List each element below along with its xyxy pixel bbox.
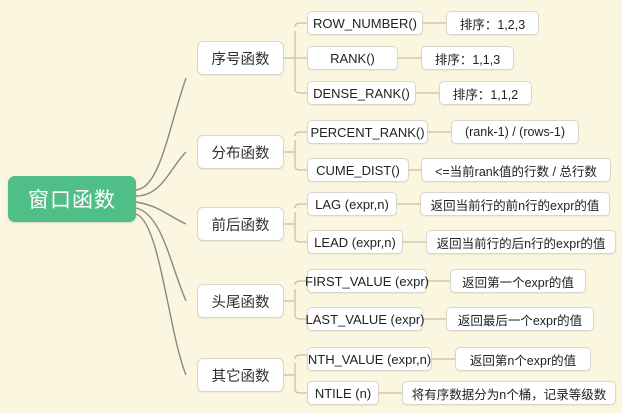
branch-node-head-tail-functions[interactable]: 头尾函数 [197, 284, 284, 318]
description-node-first-value[interactable]: 返回第一个expr的值 [450, 269, 586, 293]
description-node-lead[interactable]: 返回当前行的后n行的expr的值 [426, 230, 616, 254]
edge-root-to-branch-1 [135, 77, 187, 191]
function-node-label: NTH_VALUE (expr,n) [307, 351, 432, 367]
function-node-cume-dist[interactable]: CUME_DIST() [307, 158, 409, 182]
edge-branch3-child1 [294, 203, 307, 209]
edge-branch2-child2 [294, 165, 307, 171]
description-node-label: 排序：1,1,2 [452, 87, 519, 102]
edge-root-to-branch-2 [135, 151, 187, 197]
function-node-label: ROW_NUMBER() [313, 15, 417, 31]
function-node-dense-rank[interactable]: DENSE_RANK() [307, 81, 416, 105]
edge-branch2-child1 [294, 131, 307, 137]
function-node-row-number[interactable]: ROW_NUMBER() [307, 11, 423, 35]
edge-branch3-child2 [294, 237, 307, 243]
function-node-label: PERCENT_RANK() [310, 124, 425, 140]
function-node-rank[interactable]: RANK() [307, 46, 398, 70]
branch-node-other-functions[interactable]: 其它函数 [197, 358, 284, 392]
function-node-nth-value[interactable]: NTH_VALUE (expr,n) [307, 347, 432, 371]
branch-node-label: 分布函数 [211, 145, 270, 162]
function-node-label: RANK() [330, 50, 375, 66]
branch-node-label: 前后函数 [211, 217, 270, 234]
function-node-label: LEAD (expr,n) [314, 234, 396, 250]
description-node-ntile[interactable]: 将有序数据分为n个桶，记录等级数 [402, 381, 616, 405]
description-node-percent-rank[interactable]: (rank-1) / (rows-1) [451, 120, 579, 144]
description-node-label: 返回当前行的前n行的expr的值 [430, 198, 600, 213]
function-node-label: DENSE_RANK() [313, 85, 410, 101]
edge-branch5-child1 [294, 354, 307, 360]
function-node-last-value[interactable]: LAST_VALUE (expr) [305, 307, 425, 331]
function-node-label: FIRST_VALUE (expr) [305, 273, 430, 289]
description-node-row-number[interactable]: 排序：1,2,3 [446, 11, 539, 35]
description-node-lag[interactable]: 返回当前行的前n行的expr的值 [420, 192, 610, 216]
branch-node-label: 其它函数 [211, 368, 270, 385]
root-node-label: 窗口函数 [28, 189, 116, 212]
function-node-ntile[interactable]: NTILE (n) [307, 381, 379, 405]
function-node-lead[interactable]: LEAD (expr,n) [307, 230, 403, 254]
edge-root-to-branch-5 [135, 213, 187, 376]
function-node-label: LAST_VALUE (expr) [305, 311, 425, 327]
description-node-label: 将有序数据分为n个桶，记录等级数 [411, 387, 607, 402]
description-node-dense-rank[interactable]: 排序：1,1,2 [439, 81, 532, 105]
description-node-label: 排序：1,1,3 [434, 52, 501, 67]
description-node-label: 返回第一个expr的值 [462, 275, 574, 290]
description-node-label: 返回最后一个expr的值 [457, 313, 583, 328]
description-node-rank[interactable]: 排序：1,1,3 [421, 46, 514, 70]
function-node-percent-rank[interactable]: PERCENT_RANK() [307, 120, 428, 144]
description-node-cume-dist[interactable]: <=当前rank值的行数 / 总行数 [421, 158, 611, 182]
description-node-nth-value[interactable]: 返回第n个expr的值 [455, 347, 591, 371]
branch-node-distribution-functions[interactable]: 分布函数 [197, 135, 284, 169]
description-node-label: 返回当前行的后n行的expr的值 [436, 236, 606, 251]
description-node-label: (rank-1) / (rows-1) [464, 125, 565, 139]
branch-node-label: 头尾函数 [211, 294, 270, 311]
function-node-label: LAG (expr,n) [315, 196, 389, 212]
description-node-label: <=当前rank值的行数 / 总行数 [435, 164, 597, 179]
edge-branch1-child1 [294, 22, 307, 28]
edge-root-to-branch-4 [135, 207, 187, 302]
branch-node-label: 序号函数 [211, 51, 270, 68]
branch-node-offset-functions[interactable]: 前后函数 [197, 207, 284, 241]
edge-branch5-child2 [294, 388, 307, 394]
function-node-label: CUME_DIST() [316, 162, 400, 178]
description-node-label: 排序：1,2,3 [459, 17, 526, 32]
description-node-last-value[interactable]: 返回最后一个expr的值 [446, 307, 594, 331]
function-node-first-value[interactable]: FIRST_VALUE (expr) [305, 269, 430, 293]
function-node-label: NTILE (n) [314, 385, 372, 401]
edge-root-to-branch-3 [135, 201, 187, 225]
function-node-lag[interactable]: LAG (expr,n) [307, 192, 397, 216]
branch-node-sequence-functions[interactable]: 序号函数 [197, 41, 284, 75]
description-node-label: 返回第n个expr的值 [469, 353, 577, 368]
edge-branch1-child3 [294, 88, 307, 94]
root-node-window-functions[interactable]: 窗口函数 [8, 176, 136, 222]
